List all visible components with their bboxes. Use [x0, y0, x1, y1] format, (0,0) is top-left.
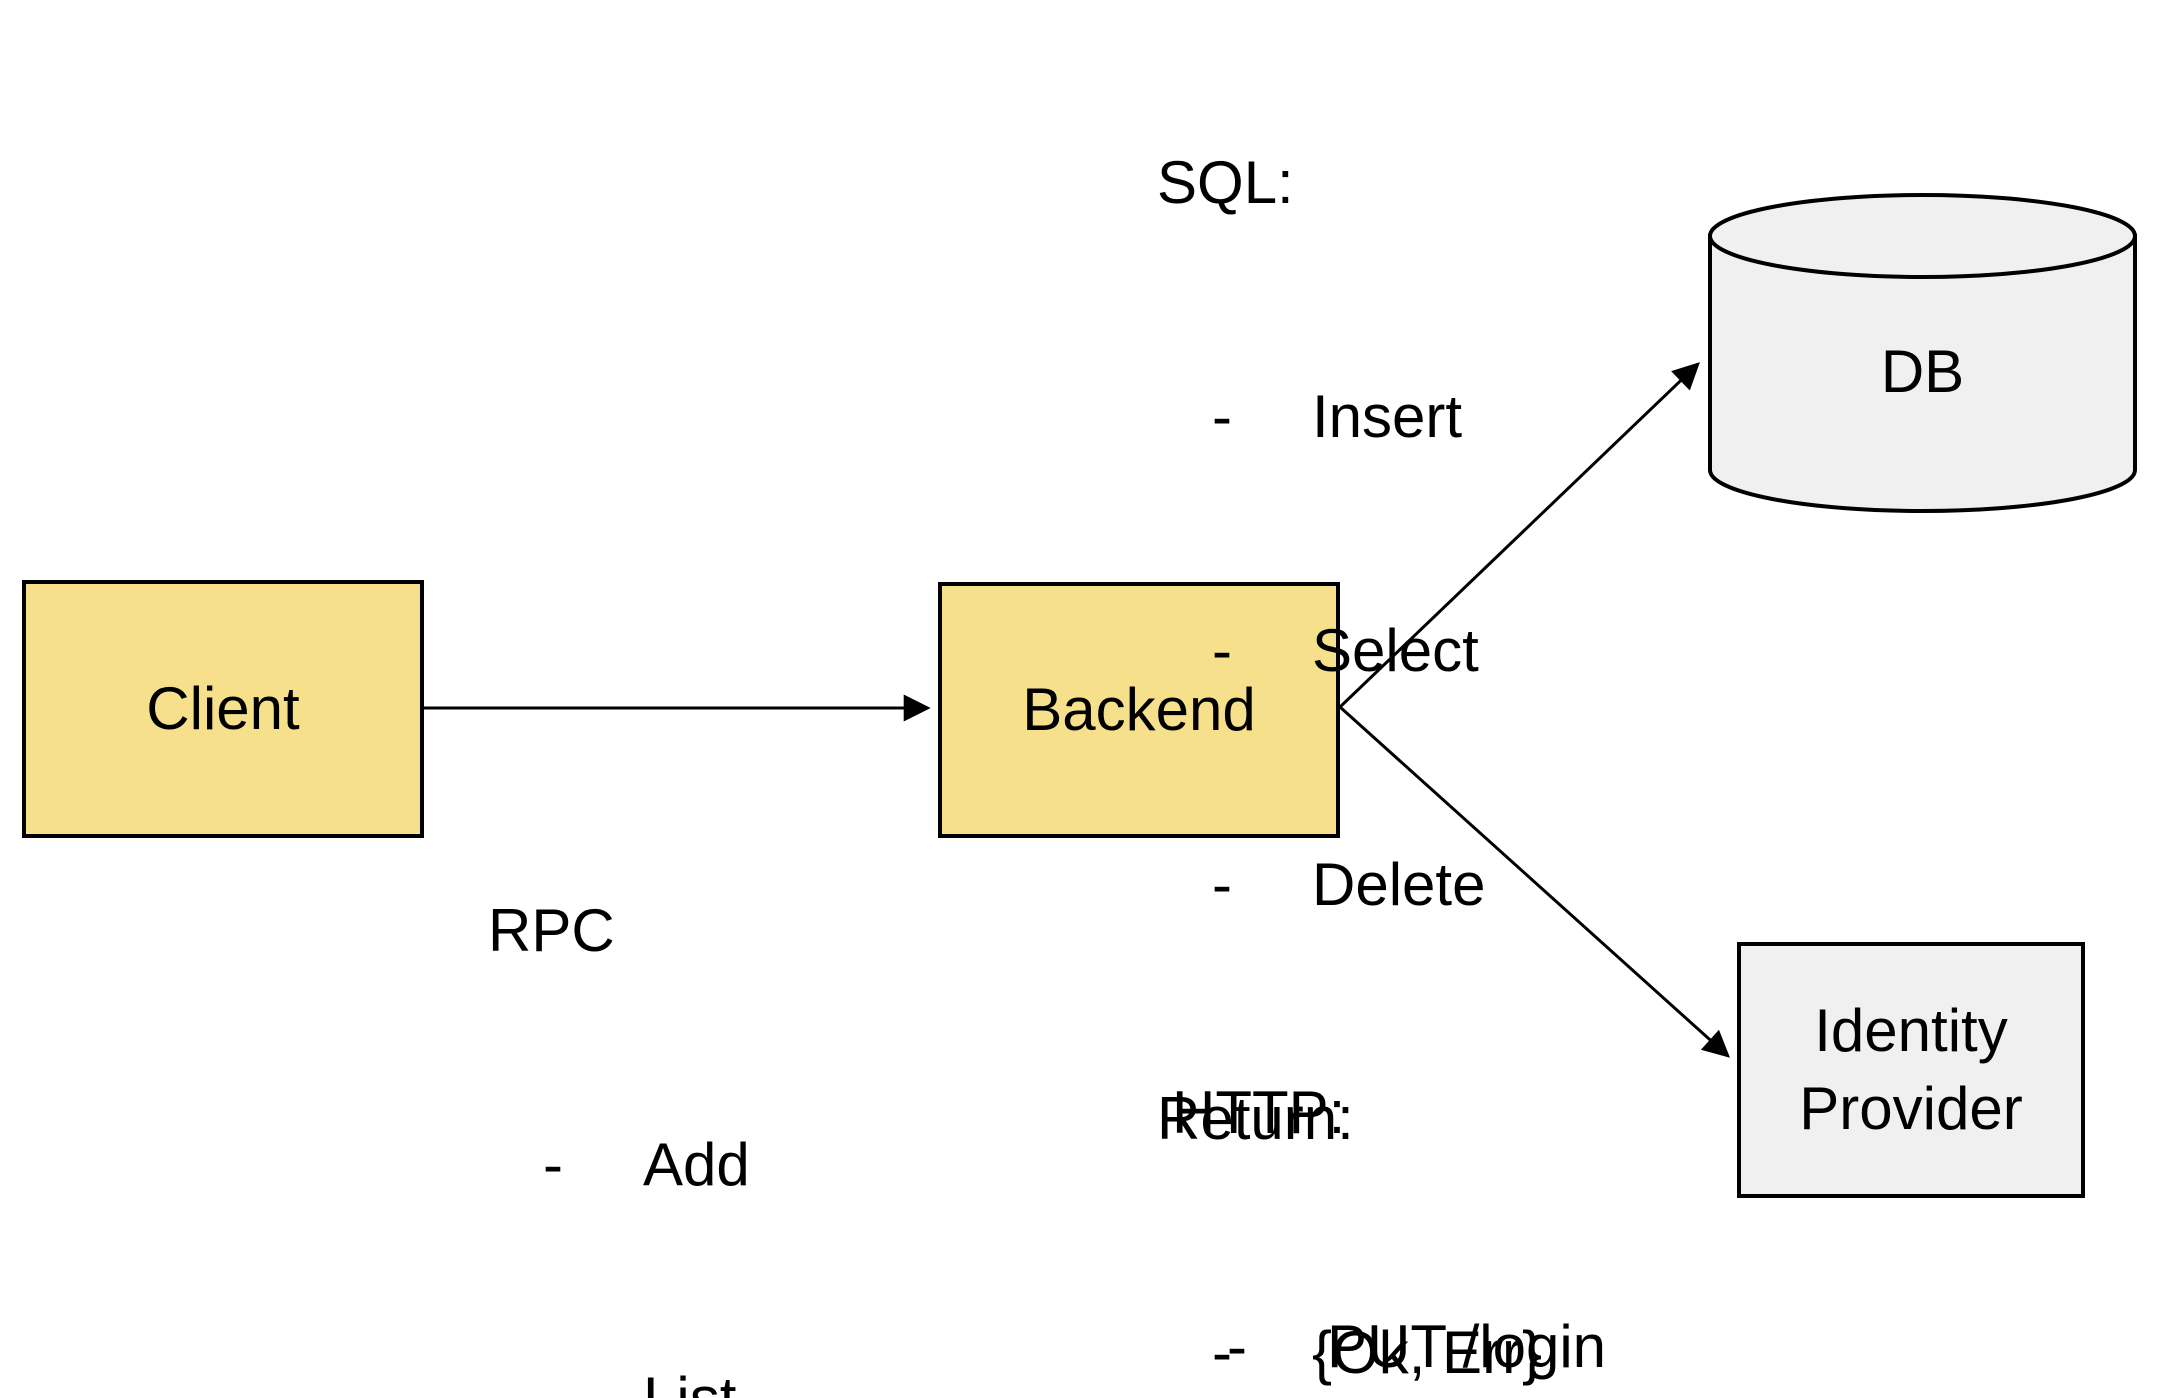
client-node: Client: [22, 580, 424, 838]
backend-node: Backend: [938, 582, 1340, 838]
db-node-label: DB: [1880, 338, 1965, 405]
identity-provider-label-line1: Identity: [1814, 997, 2008, 1064]
db-cylinder-shape: [1708, 193, 2137, 513]
bullet-dash: -: [1212, 617, 1232, 684]
identity-provider-node-label: Identity Provider: [1799, 992, 2022, 1148]
annotation-bullet-item: -List: [488, 1360, 862, 1398]
annotation-item-text: Select: [1312, 617, 1479, 684]
annotation-item-text: Insert: [1312, 383, 1463, 450]
annotation-item-text: List: [643, 1365, 736, 1398]
annotation-heading: HTTP:: [1172, 1079, 1346, 1146]
arrow-backend-to-db: [1338, 362, 1700, 709]
annotation-item-text: PUT /login: [1327, 1313, 1607, 1380]
sql-annotation: SQL: -Insert -Select -Delete Return: -{O…: [1157, 0, 1542, 1398]
annotation-bullet-item: - Select: [1157, 612, 1542, 690]
arrow-backend-to-identity-provider: [1338, 705, 1731, 1058]
backend-node-label: Backend: [1022, 676, 1256, 743]
annotation-bullet-item: - Delete: [1157, 846, 1542, 924]
annotation-heading: Return:: [1157, 1085, 1354, 1152]
db-cylinder-top: [1708, 193, 2137, 279]
bullet-dash: -: [1212, 851, 1232, 918]
annotation-item-text: Add: [643, 1131, 750, 1198]
client-node-label: Client: [146, 675, 300, 742]
annotation-bullet-item: - Add: [488, 1126, 862, 1204]
rpc-annotation: RPC -Add -List -Delete Return codes: -0:…: [488, 736, 862, 1398]
bullet-dash: -: [543, 1360, 643, 1398]
http-annotation: HTTP: -PUT /login Return codes: -200 Ok …: [1172, 918, 1801, 1398]
annotation-heading: SQL:: [1157, 149, 1294, 216]
annotation-bullet-item: - Insert: [1157, 378, 1542, 456]
db-cylinder-body: [1708, 234, 2137, 513]
annotation-item-text: {Ok, Err}: [1312, 1319, 1543, 1386]
identity-provider-label-line2: Provider: [1799, 1075, 2023, 1142]
bullet-dash: -: [1227, 1313, 1247, 1380]
annotation-bullet-item: -{Ok, Err}: [1157, 1314, 1542, 1392]
annotation-bullet-item: - PUT /login: [1172, 1308, 1801, 1386]
bullet-dash: -: [543, 1131, 563, 1198]
annotation-heading: RPC: [488, 897, 615, 964]
annotation-item-text: Delete: [1312, 851, 1486, 918]
identity-provider-node: Identity Provider: [1737, 942, 2085, 1198]
bullet-dash: -: [1212, 383, 1232, 450]
bullet-dash: -: [1212, 1319, 1232, 1386]
